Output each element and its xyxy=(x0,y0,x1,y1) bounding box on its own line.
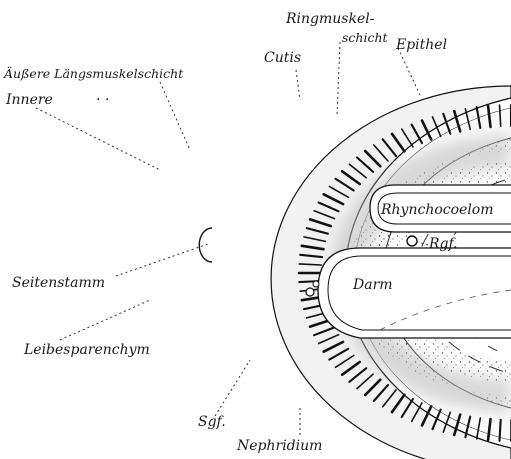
label-rhynchocoelom: Rhynchocoelom xyxy=(380,202,494,218)
muscle-fibre xyxy=(299,264,321,265)
label-cutis: Cutis xyxy=(264,50,301,66)
seitenstamm-nerve xyxy=(199,228,212,262)
label-aussere-laengsmuskelschicht: Äußere Längsmuskelschicht xyxy=(3,65,184,81)
muscle-fibre xyxy=(500,420,501,441)
vessel-small-2 xyxy=(313,281,319,287)
label-epithel: Epithel xyxy=(395,37,447,53)
label-ringmuskel-line1: Ringmuskel- xyxy=(285,11,375,27)
label-darm: Darm xyxy=(352,277,393,293)
label-innere: Innere xyxy=(5,92,53,108)
label-sgf: Sgf. xyxy=(198,414,226,430)
vessel-small-1 xyxy=(306,288,314,296)
label-innere-dots: · · xyxy=(96,92,109,108)
label-leibesparenchym: Leibesparenchym xyxy=(23,342,150,358)
rgf-vessel xyxy=(407,236,417,246)
label-seitenstamm: Seitenstamm xyxy=(12,275,105,291)
label-rgf: Rgf. xyxy=(428,236,458,252)
label-ringmuskel-line2: schicht xyxy=(342,30,389,45)
label-nephridium: Nephridium xyxy=(236,438,322,454)
darm xyxy=(306,248,511,338)
